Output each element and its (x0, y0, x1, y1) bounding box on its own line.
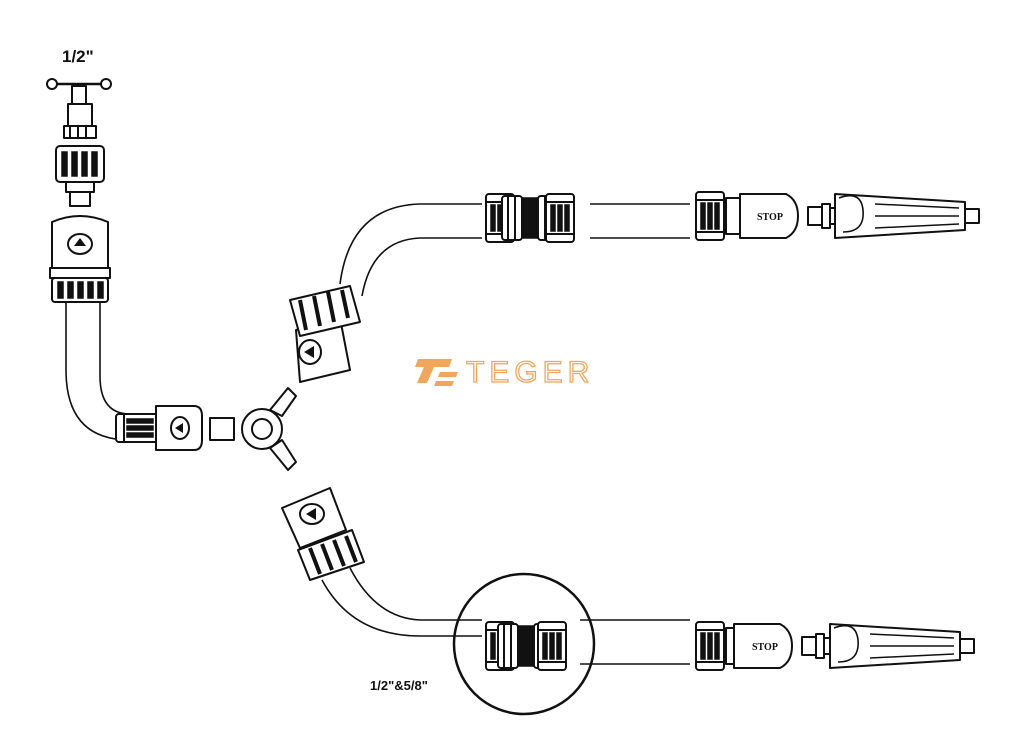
tap-connector (55, 145, 105, 207)
teger-logo: TEGER (415, 355, 594, 390)
tap-size-label: 1/2" (62, 47, 94, 66)
hose-connector-top-left (49, 215, 111, 303)
hose-upper (339, 203, 482, 285)
hose-connector-lower-branch (281, 487, 365, 581)
teger-logo-mark (415, 359, 458, 386)
hose-lower (321, 579, 482, 637)
spray-nozzle-upper (807, 193, 980, 239)
stop-label-lower: STOP (752, 642, 778, 653)
stop-label-upper: STOP (757, 212, 783, 223)
spray-nozzle-lower (801, 623, 975, 669)
hose-size-label: 1/2"&5/8" (370, 678, 428, 693)
brand-name: TEGER (466, 356, 594, 389)
hose-connector-upper-branch (289, 285, 361, 383)
stop-connector-lower: STOP (695, 621, 793, 671)
hose-connector-y-inlet (115, 405, 203, 451)
double-male-connector-upper (485, 193, 575, 243)
y-splitter (209, 387, 297, 471)
highlight-circle (452, 572, 596, 716)
stop-connector-upper: STOP (695, 191, 799, 241)
double-male-connector-lower (485, 621, 567, 671)
tap-faucet (46, 78, 112, 139)
